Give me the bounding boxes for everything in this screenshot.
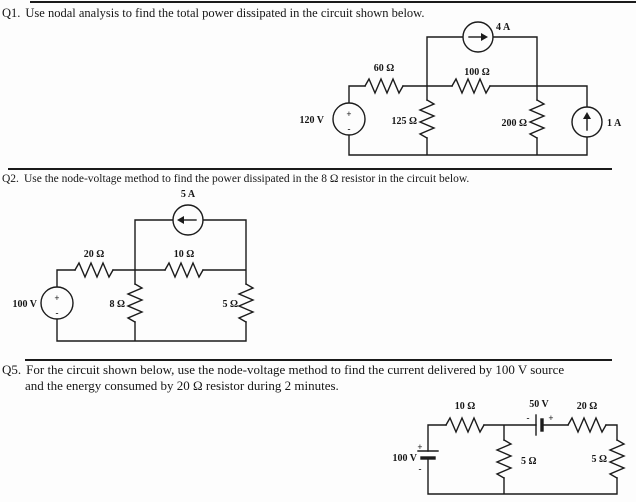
q5-label-5ohm-mid: 5 Ω [521, 456, 537, 467]
q5-label-10ohm: 10 Ω [455, 401, 476, 412]
q2-voltage-source-minus: - [56, 308, 59, 318]
q1-voltage-source-plus: + [346, 109, 351, 119]
q5-battery-50v-symbol [535, 414, 544, 436]
q2-voltage-source-symbol [40, 286, 74, 320]
q1-label-120v: 120 V [299, 115, 324, 126]
q1-label-1a: 1 A [607, 118, 622, 129]
right-arrow-icon [468, 33, 488, 41]
q1-number: Q1. [2, 6, 21, 20]
q5-label-50v: 50 V [529, 399, 549, 410]
q5-battery-100v-plus: + [417, 442, 422, 452]
q2-resistor-8-symbol [126, 283, 144, 323]
q2-resistor-5-symbol [237, 283, 255, 323]
q2-question-text: Q2. Use the node-voltage method to find t… [2, 173, 469, 185]
q5-question-text-line2: and the energy consumed by 20 Ω resistor… [25, 378, 339, 394]
section-divider-q2 [8, 168, 612, 170]
q5-wires [427, 424, 618, 495]
q5-resistor-5-right-symbol [608, 439, 626, 479]
q5-statement-line1: For the circuit shown below, use the nod… [26, 362, 565, 377]
section-divider-top [30, 1, 636, 3]
q1-label-60ohm: 60 Ω [374, 63, 395, 74]
q2-label-10ohm: 10 Ω [174, 249, 195, 260]
q2-voltage-source-plus: + [54, 293, 59, 303]
q2-number: Q2. [2, 173, 19, 185]
q1-voltage-source-symbol [332, 102, 366, 136]
q1-wires [348, 36, 588, 156]
q5-number: Q5. [2, 362, 22, 377]
q2-label-5ohm: 5 Ω [222, 299, 238, 310]
q1-resistor-60-symbol [364, 77, 404, 95]
q5-battery-50v-minus: - [527, 413, 530, 423]
q1-resistor-100-symbol [451, 77, 491, 95]
q2-resistor-10-symbol [164, 261, 204, 279]
left-arrow-icon [177, 216, 197, 224]
q1-question-text: Q1. Use nodal analysis to find the total … [2, 6, 425, 21]
q5-battery-50v-plus: + [548, 413, 553, 423]
q5-battery-100v-symbol [417, 450, 439, 460]
q2-label-20ohm: 20 Ω [84, 249, 105, 260]
q2-label-5a: 5 A [181, 189, 196, 200]
q2-resistor-20-symbol [74, 261, 114, 279]
q5-question-text-line1: Q5. For the circuit shown below, use the … [2, 362, 564, 378]
q2-statement: Use the node-voltage method to find the … [23, 173, 470, 185]
q1-label-125ohm: 125 Ω [391, 116, 417, 127]
q1-statement: Use nodal analysis to find the total pow… [25, 6, 425, 20]
q5-label-5ohm-right: 5 Ω [591, 454, 607, 465]
q1-resistor-125-symbol [418, 99, 436, 139]
q1-resistor-200-symbol [528, 99, 546, 139]
section-divider-q5 [25, 359, 612, 361]
up-arrow-icon [583, 112, 591, 131]
q5-resistor-5-mid-symbol [495, 439, 513, 479]
q2-wires [56, 219, 247, 342]
q1-label-4a: 4 A [496, 22, 511, 33]
q5-battery-100v-minus: - [419, 464, 422, 474]
q5-statement-line2: and the energy consumed by 20 Ω resistor… [25, 378, 339, 393]
q1-label-100ohm: 100 Ω [464, 67, 490, 78]
q5-label-20ohm: 20 Ω [577, 401, 598, 412]
q1-voltage-source-minus: - [348, 124, 351, 134]
q2-label-8ohm: 8 Ω [109, 299, 125, 310]
q2-label-100v: 100 V [12, 299, 37, 310]
q1-label-200ohm: 200 Ω [501, 118, 527, 129]
q5-label-100v: 100 V [392, 453, 417, 464]
q5-resistor-10-symbol [445, 416, 485, 434]
q5-resistor-20-symbol [567, 416, 607, 434]
